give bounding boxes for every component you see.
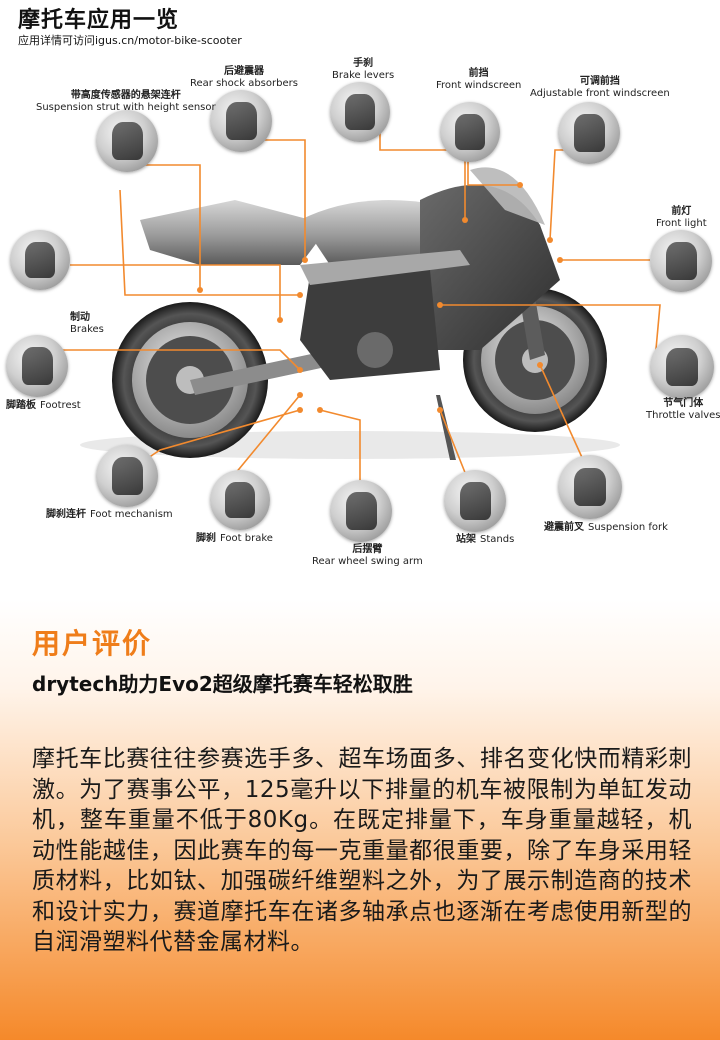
thumb-adjustable-windscreen (558, 102, 620, 164)
engine-shape (300, 270, 440, 380)
leader-dots (197, 182, 563, 413)
thumb-brake-levers (330, 82, 390, 142)
thumb-foot-mechanism (96, 445, 158, 507)
fairing-shape (420, 184, 560, 350)
thumb-foot-brake (210, 470, 270, 530)
page-subtitle: 应用详情可访问igus.cn/motor-bike-scooter (18, 34, 242, 47)
engine-cover (357, 332, 393, 368)
thumb-suspension-strut (96, 110, 158, 172)
thumb-suspension-fork (558, 455, 622, 519)
thumb-stands (444, 470, 506, 532)
motorbike-illustration (60, 110, 661, 500)
page-title: 摩托车应用一览 (18, 8, 180, 33)
thumb-throttle-valves (650, 335, 714, 399)
thumb-rear-shock (210, 90, 272, 152)
review-subheading: drytech助力Evo2超级摩托赛车轻松取胜 (32, 672, 413, 696)
review-body: 摩托车比赛往往参赛选手多、超车场面多、排名变化快而精彩刺激。为了赛事公平，125… (32, 746, 692, 955)
tail-shape (140, 200, 330, 265)
frame-shape (300, 250, 470, 285)
thumb-footrest (6, 335, 68, 397)
thumb-front-windscreen (440, 102, 500, 162)
review-heading: 用户评价 (32, 627, 153, 660)
windscreen-shape (470, 167, 545, 225)
thumb-front-light (650, 230, 712, 292)
thumb-swing-arm (330, 480, 392, 542)
thumb-brakes (10, 230, 70, 290)
swing-arm-shape (190, 350, 335, 395)
review-section: 用户评价 drytech助力Evo2超级摩托赛车轻松取胜 摩托车比赛往往参赛选手… (0, 600, 720, 1040)
